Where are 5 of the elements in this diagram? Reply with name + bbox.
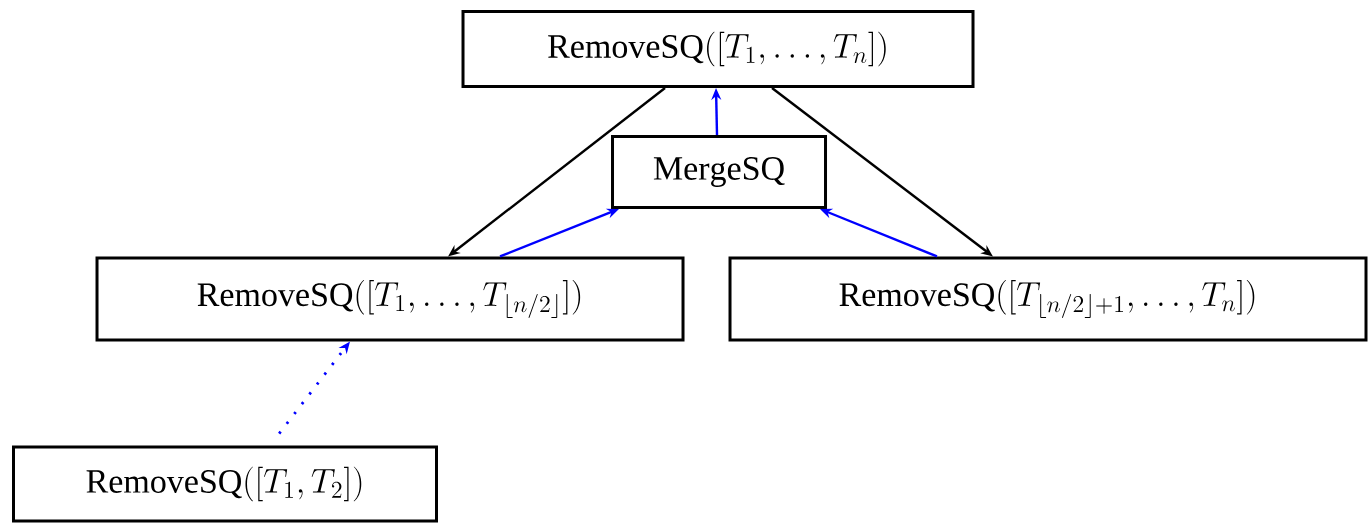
- process-box: $\mathrm{MergeSQ}$: [611, 135, 827, 209]
- process-box: $\mathrm{RemoveSQ}([T_1,\ldots,T_n])$: [461, 10, 975, 88]
- process-box: $\mathrm{RemoveSQ}([T_1,\ldots,T_{\lfloor n/2\rfloor}])$: [95, 256, 685, 342]
- process-box: $\mathrm{RemoveSQ}([T_1,T_2])$: [12, 445, 438, 523]
- process-box: $\mathrm{RemoveSQ}([T_{\lfloor n/2\rfloor+1},\ldots,T_n])$: [728, 256, 1368, 342]
